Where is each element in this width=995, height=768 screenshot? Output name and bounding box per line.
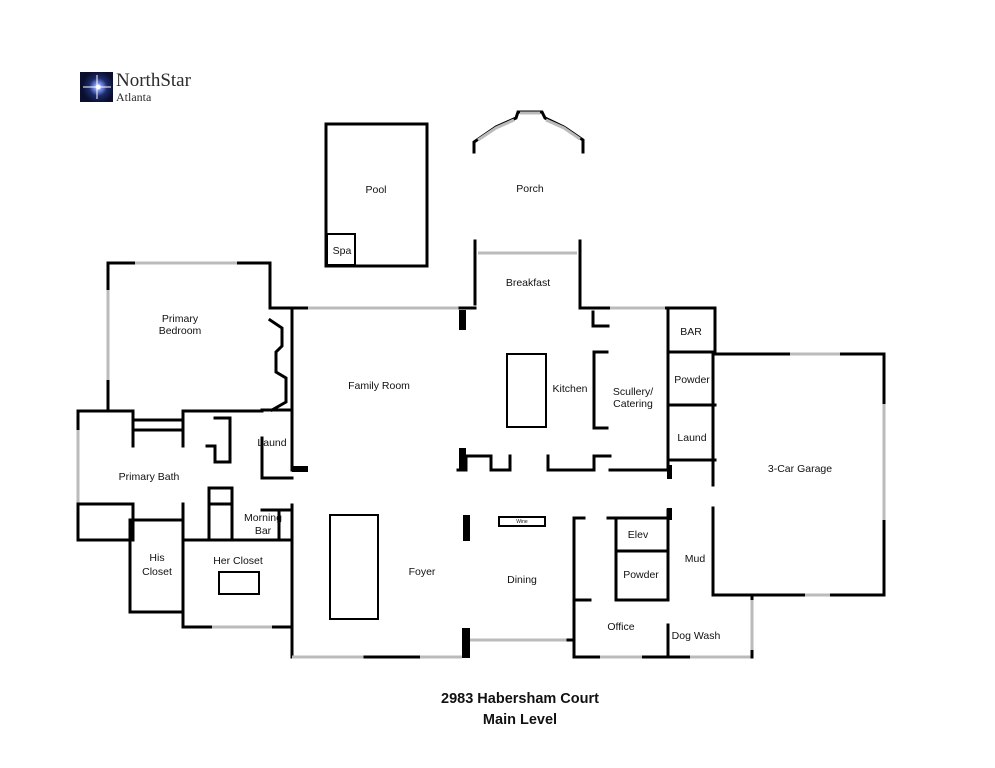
label-breakfast: Breakfast xyxy=(506,277,550,289)
label-kitchen: Kitchen xyxy=(552,383,587,395)
label-primary-bedroom-1: Primary xyxy=(162,313,199,325)
label-laund-right: Laund xyxy=(677,432,706,444)
label-bar: BAR xyxy=(680,326,702,338)
label-elev: Elev xyxy=(628,529,649,541)
wine-rack xyxy=(498,516,546,527)
northstar-logo: NorthStar Atlanta xyxy=(80,71,191,103)
foyer-table xyxy=(329,514,379,620)
logo-text: NorthStar Atlanta xyxy=(116,71,191,103)
pool-outline xyxy=(324,122,429,268)
closet-island xyxy=(218,571,260,595)
label-porch: Porch xyxy=(516,183,544,195)
label-his-closet-1: His xyxy=(149,552,164,564)
closet-walls xyxy=(128,486,294,659)
label-his-closet-2: Closet xyxy=(142,566,172,578)
family-room-walls xyxy=(308,306,477,330)
label-pool: Pool xyxy=(365,184,386,196)
primary-bath-walls xyxy=(76,409,308,542)
label-laund-left: Laund xyxy=(257,437,286,449)
address-caption: 2983 Habersham Court xyxy=(441,691,599,707)
label-powder-upper: Powder xyxy=(674,374,710,386)
primary-bedroom-walls xyxy=(106,261,310,472)
level-caption: Main Level xyxy=(482,712,558,728)
garage-walls xyxy=(711,352,886,597)
label-primary-bath: Primary Bath xyxy=(119,471,180,483)
label-spa: Spa xyxy=(333,245,352,257)
label-primary-bedroom-2: Bedroom xyxy=(159,325,202,337)
logo-sub: Atlanta xyxy=(116,90,152,104)
label-scullery-2: Catering xyxy=(613,398,653,410)
kitchen-island xyxy=(506,353,547,428)
star-icon xyxy=(80,72,113,102)
logo-name: NorthStar xyxy=(116,70,191,91)
label-morning-bar-2: Bar xyxy=(255,525,272,537)
foyer-dining-walls xyxy=(292,514,576,659)
label-wine: Wine xyxy=(516,519,528,525)
label-dog-wash: Dog Wash xyxy=(672,630,721,642)
label-dining: Dining xyxy=(507,574,537,586)
label-garage: 3-Car Garage xyxy=(768,463,832,475)
label-family-room: Family Room xyxy=(348,380,410,392)
label-her-closet: Her Closet xyxy=(213,555,263,567)
office-wing-walls xyxy=(572,506,754,659)
kitchen-walls xyxy=(456,306,717,487)
label-foyer: Foyer xyxy=(409,566,436,578)
porch-bay xyxy=(472,110,585,154)
label-mud: Mud xyxy=(685,553,706,565)
label-morning-bar-1: Morning xyxy=(244,512,282,524)
spa-outline xyxy=(326,233,356,266)
breakfast-walls xyxy=(473,239,582,308)
label-scullery-1: Scullery/ xyxy=(613,386,653,398)
label-powder-lower: Powder xyxy=(623,569,659,581)
label-office: Office xyxy=(607,621,634,633)
